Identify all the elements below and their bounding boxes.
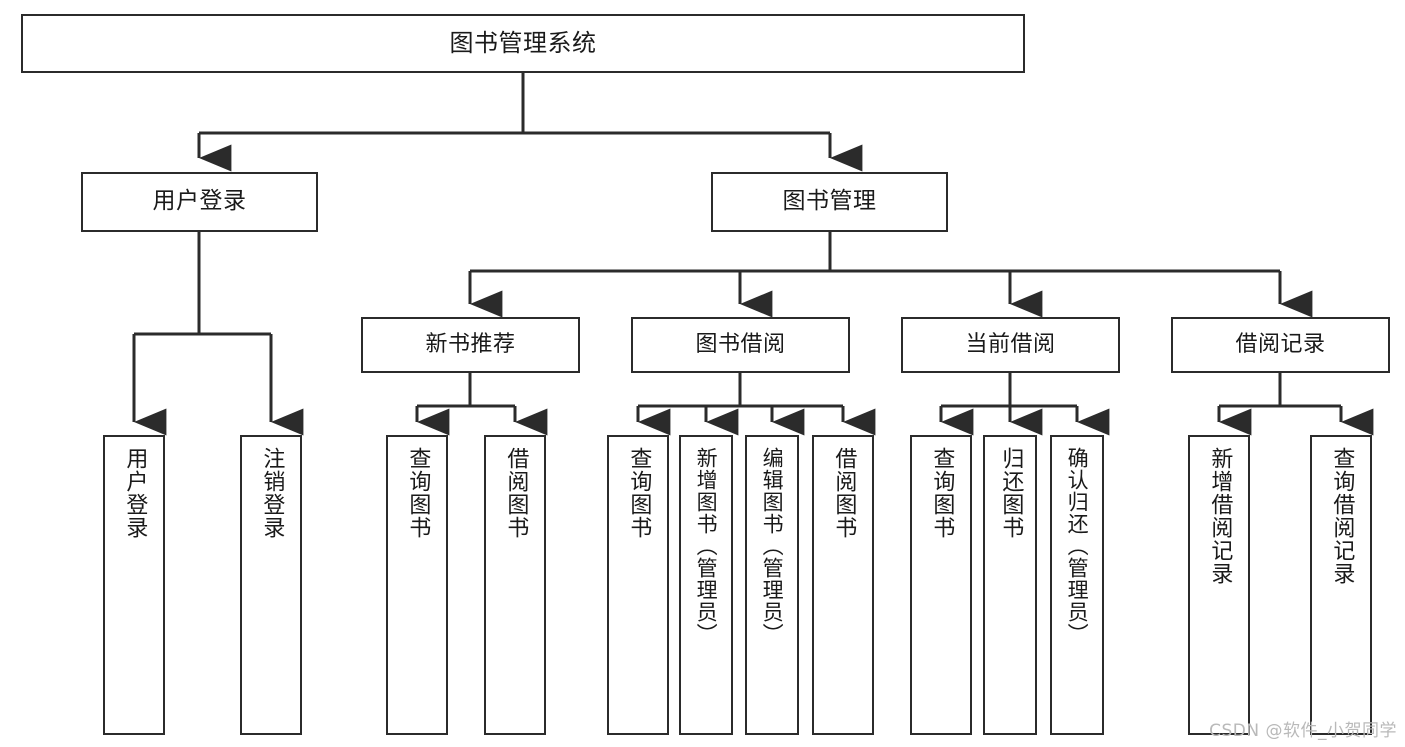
node-leaf-query-book-borrow-label: 查询图书	[626, 447, 652, 539]
node-book-manage-label: 图书管理	[782, 188, 877, 215]
node-leaf-user-login-label: 用户登录	[122, 447, 148, 539]
node-leaf-borrow-book-label: 借阅图书	[831, 447, 857, 539]
node-leaf-return-book[interactable]: 归还图书	[983, 435, 1037, 735]
node-leaf-confirm-return-label: 确认归还（管理员）	[1065, 447, 1090, 645]
node-leaf-query-book-current[interactable]: 查询图书	[910, 435, 972, 735]
node-leaf-return-book-label: 归还图书	[998, 447, 1024, 539]
node-leaf-edit-book[interactable]: 编辑图书（管理员）	[745, 435, 799, 735]
node-current-borrow-label: 当前借阅	[965, 331, 1056, 357]
node-leaf-borrow-book-rec-label: 借阅图书	[503, 447, 529, 539]
node-leaf-user-login[interactable]: 用户登录	[103, 435, 165, 735]
node-leaf-user-logout-label: 注销登录	[259, 447, 285, 539]
node-leaf-query-book-borrow[interactable]: 查询图书	[607, 435, 669, 735]
node-leaf-add-book-label: 新增图书（管理员）	[694, 447, 719, 645]
node-leaf-borrow-book[interactable]: 借阅图书	[812, 435, 874, 735]
node-leaf-query-book-rec-label: 查询图书	[405, 447, 431, 539]
node-leaf-confirm-return[interactable]: 确认归还（管理员）	[1050, 435, 1104, 735]
node-leaf-query-record-label: 查询借阅记录	[1329, 447, 1355, 585]
node-leaf-query-record[interactable]: 查询借阅记录	[1310, 435, 1372, 735]
node-leaf-borrow-book-rec[interactable]: 借阅图书	[484, 435, 546, 735]
node-leaf-edit-book-label: 编辑图书（管理员）	[760, 447, 785, 645]
node-leaf-query-book-rec[interactable]: 查询图书	[386, 435, 448, 735]
node-book-borrow[interactable]: 图书借阅	[631, 317, 850, 373]
node-borrow-record-label: 借阅记录	[1235, 331, 1326, 357]
node-leaf-query-book-current-label: 查询图书	[929, 447, 955, 539]
node-book-borrow-label: 图书借阅	[695, 331, 786, 357]
node-root-label: 图书管理系统	[449, 29, 597, 58]
node-user-login-label: 用户登录	[152, 188, 247, 215]
node-new-book-rec[interactable]: 新书推荐	[361, 317, 580, 373]
node-user-login[interactable]: 用户登录	[81, 172, 318, 232]
node-root[interactable]: 图书管理系统	[21, 14, 1025, 73]
node-leaf-user-logout[interactable]: 注销登录	[240, 435, 302, 735]
node-borrow-record[interactable]: 借阅记录	[1171, 317, 1390, 373]
node-book-manage[interactable]: 图书管理	[711, 172, 948, 232]
node-current-borrow[interactable]: 当前借阅	[901, 317, 1120, 373]
node-leaf-add-record-label: 新增借阅记录	[1207, 447, 1233, 585]
node-leaf-add-record[interactable]: 新增借阅记录	[1188, 435, 1250, 735]
node-leaf-add-book[interactable]: 新增图书（管理员）	[679, 435, 733, 735]
node-new-book-rec-label: 新书推荐	[425, 331, 516, 357]
